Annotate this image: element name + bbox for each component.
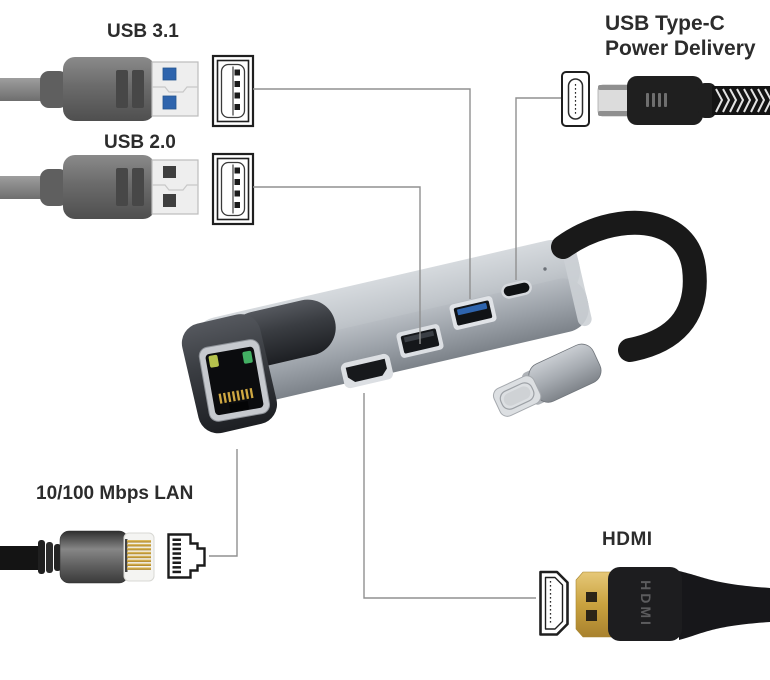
usb-c-male-connector [492,343,602,417]
label-hdmi: HDMI [602,529,653,550]
hdmi-port [340,353,394,389]
callout-line-hdmi [363,393,536,599]
hub-device-photo [181,210,707,434]
power-led-pinhole [543,267,547,271]
usb-c-port [501,280,532,299]
hdmi-cable-illustration: HDMI [575,567,770,641]
usb-2-0-cable-illustration [0,155,199,219]
callout-line-usb20 [253,186,421,344]
lan-cable-illustration [0,530,155,584]
callout-line-usbc-pd [515,97,561,280]
label-usb-2-0: USB 2.0 [104,132,176,153]
usb-3-1-cable-illustration [0,57,199,121]
hdmi-port-icon [539,570,569,636]
lan-port-jack [198,339,271,422]
hdmi-plug-text: HDMI [638,580,654,628]
attached-usb-c-cable [551,210,707,362]
label-usb-type-c-line2: Power Delivery [605,37,756,60]
usb-a-port-icon [211,152,255,226]
usb-c-pd-cable-illustration [597,76,770,125]
label-usb-3-1: USB 3.1 [107,21,179,42]
label-usb-type-c-line1: USB Type-C [605,12,725,35]
callout-line-usb31 [253,88,471,299]
usb-a-port-icon [211,54,255,128]
callout-line-lan [209,449,238,557]
usb-c-port-icon [561,71,590,127]
label-usb-type-c-power-delivery: USB Type-C Power Delivery [605,11,756,61]
rj45-port-icon [167,533,206,579]
label-lan: 10/100 Mbps LAN [36,483,194,504]
usb-3-0-port [449,296,497,330]
